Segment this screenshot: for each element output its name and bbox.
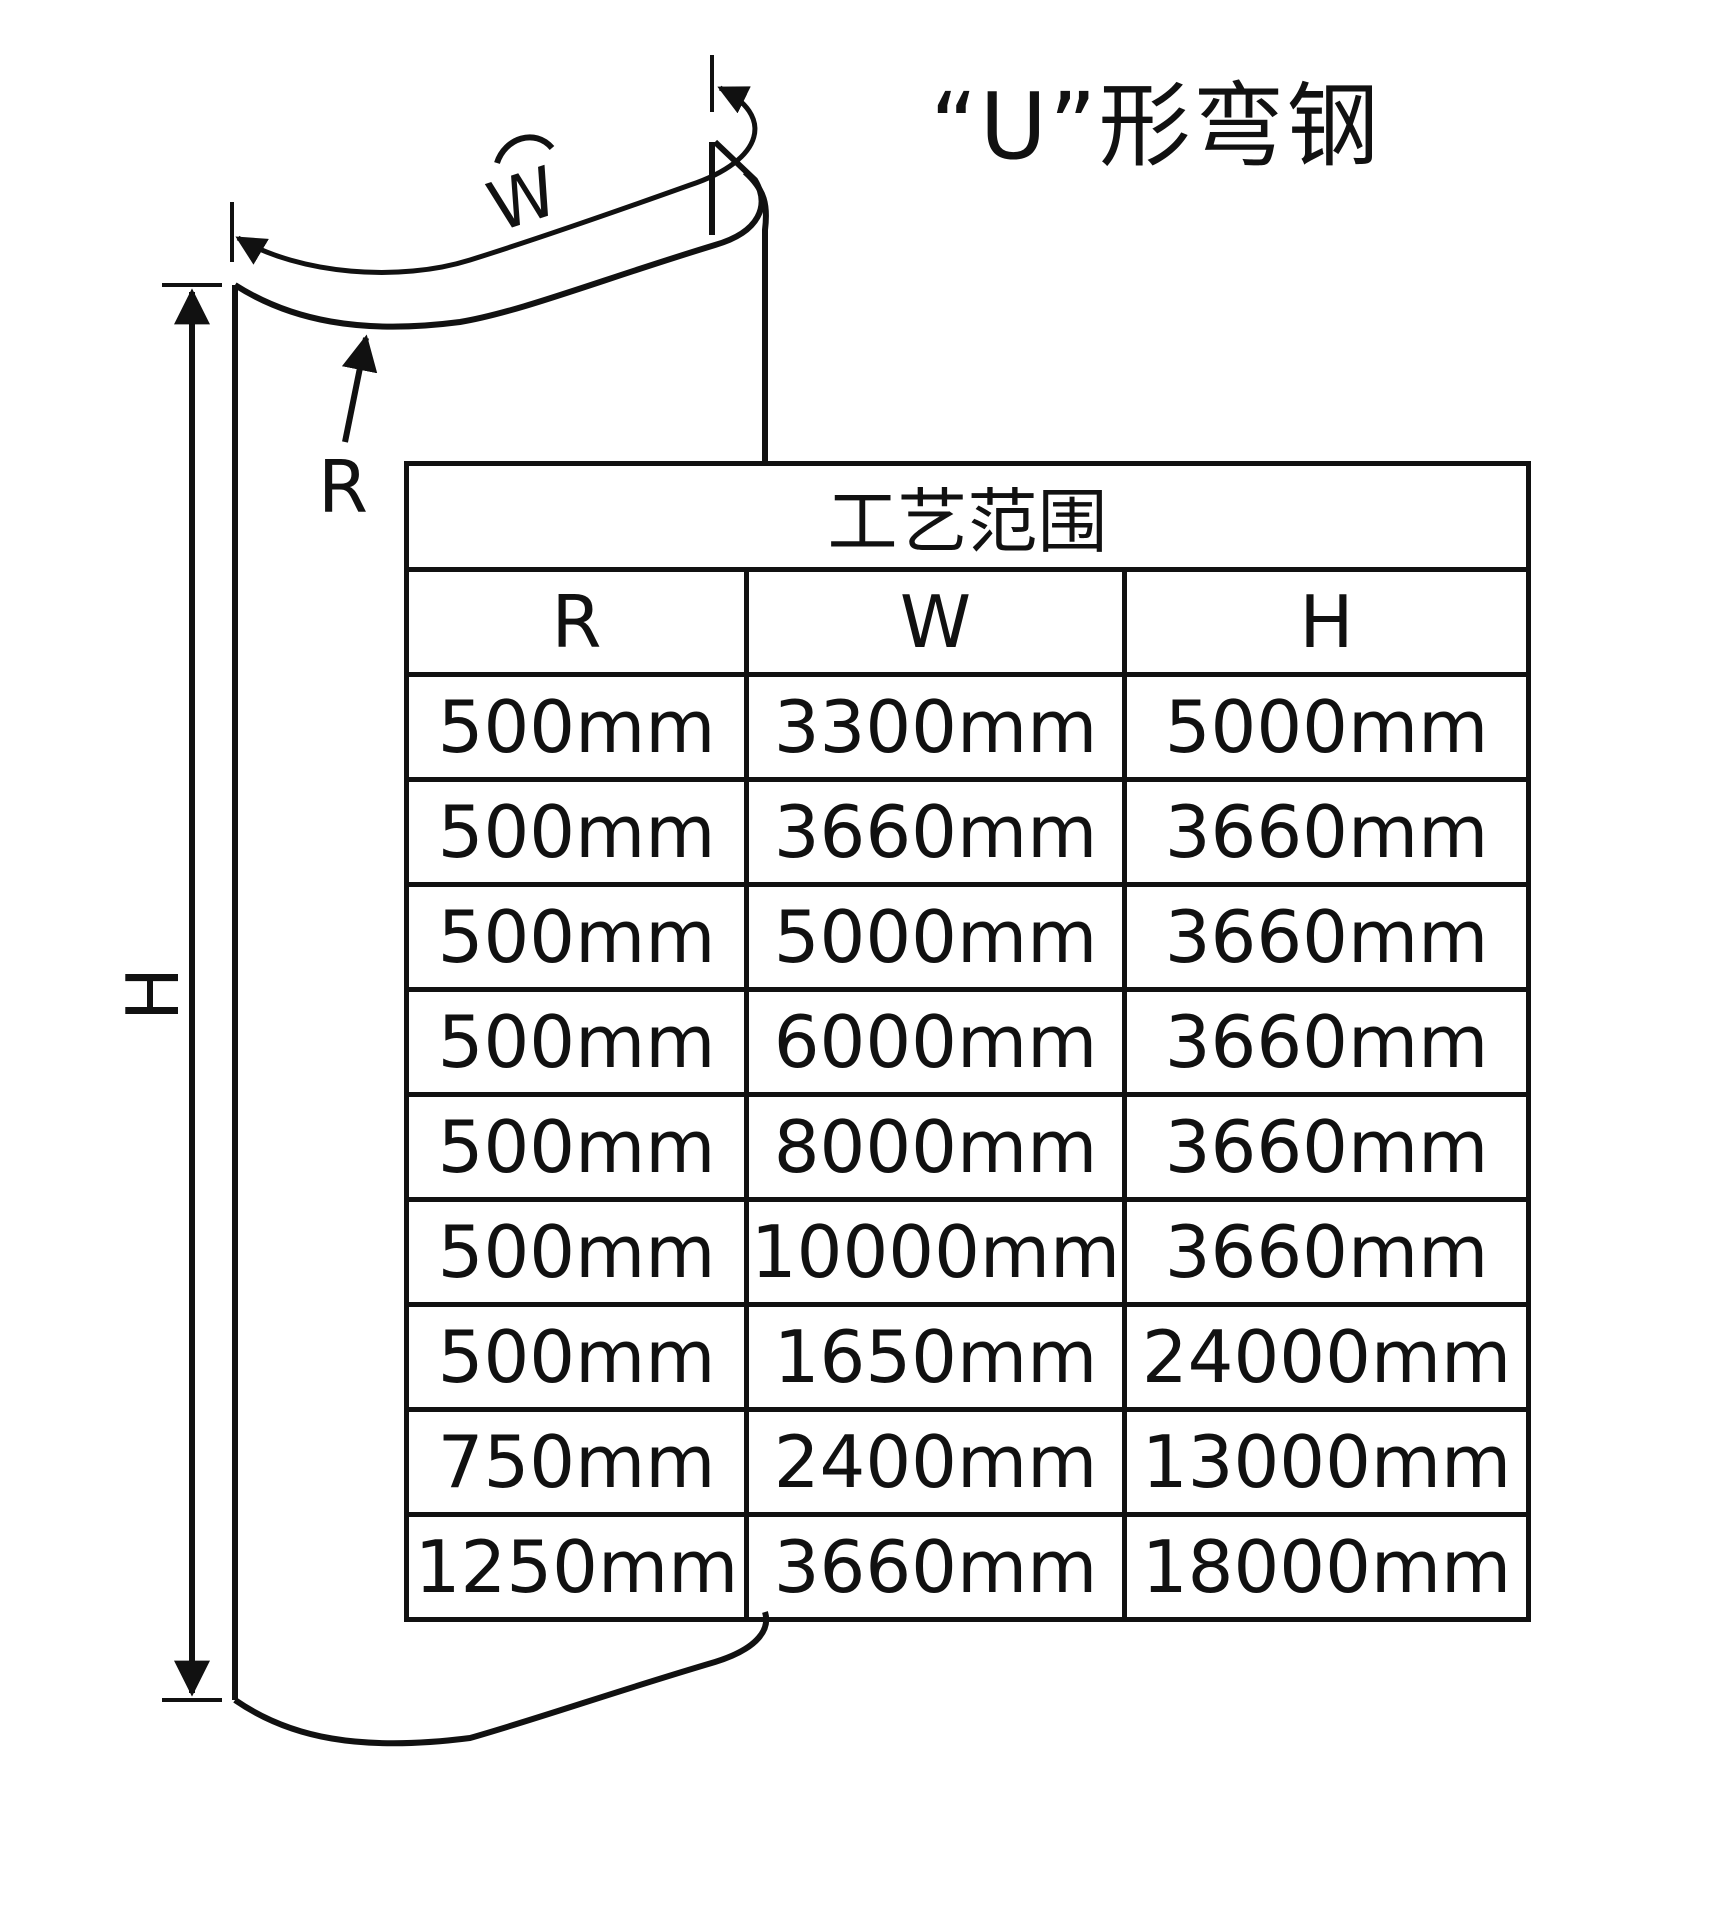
cell-h: 3660mm — [1122, 987, 1531, 1097]
cell-r: 500mm — [404, 987, 749, 1097]
table-row: 500mm 3660mm 3660mm — [404, 777, 1531, 887]
cell-w: 6000mm — [744, 987, 1127, 1097]
cell-w: 5000mm — [744, 882, 1127, 992]
cell-r: 500mm — [404, 1302, 749, 1412]
diagram-title: “U”形弯钢 — [930, 73, 1381, 180]
cell-r: 1250mm — [404, 1512, 749, 1622]
table-row: 500mm 6000mm 3660mm — [404, 987, 1531, 1097]
cell-w: 2400mm — [744, 1407, 1127, 1517]
cell-h: 18000mm — [1122, 1512, 1531, 1622]
cell-r: 500mm — [404, 777, 749, 887]
table-row: 1250mm 3660mm 18000mm — [404, 1512, 1531, 1622]
cell-w: 3660mm — [744, 777, 1127, 887]
cell-w: 1650mm — [744, 1302, 1127, 1412]
table-row: 750mm 2400mm 13000mm — [404, 1407, 1531, 1517]
sheet-bottom-edge — [233, 1611, 770, 1747]
cell-r: 500mm — [404, 882, 749, 992]
cell-r: 500mm — [404, 1197, 749, 1307]
cell-h: 3660mm — [1122, 1197, 1531, 1307]
w-cap-arc — [494, 134, 555, 165]
r-label: R — [318, 445, 368, 529]
table-row: 500mm 10000mm 3660mm — [404, 1197, 1531, 1307]
process-range-table: 工艺范围 R W H 500mm 3300mm 5000mm 500mm 366… — [404, 461, 1531, 1622]
cell-h: 24000mm — [1122, 1302, 1531, 1412]
cell-h: 3660mm — [1122, 882, 1531, 992]
cell-w: 8000mm — [744, 1092, 1127, 1202]
table-row: 500mm 8000mm 3660mm — [404, 1092, 1531, 1202]
table-row: 500mm 1650mm 24000mm — [404, 1302, 1531, 1412]
cell-w: 10000mm — [744, 1197, 1127, 1307]
cell-r: 750mm — [404, 1407, 749, 1517]
header-w: W — [744, 567, 1127, 677]
w-dim-arc — [235, 85, 758, 275]
sheet-top-edge — [233, 139, 765, 330]
r-pointer-arrow — [341, 334, 378, 443]
header-r: R — [404, 567, 749, 677]
table-header-row: R W H — [404, 567, 1531, 677]
cell-h: 13000mm — [1122, 1407, 1531, 1517]
h-label: H — [111, 967, 195, 1021]
cell-r: 500mm — [404, 672, 749, 782]
cell-w: 3300mm — [744, 672, 1127, 782]
table-caption-row: 工艺范围 — [404, 461, 1531, 572]
table-caption: 工艺范围 — [404, 461, 1531, 572]
cell-w: 3660mm — [744, 1512, 1127, 1622]
table-row: 500mm 3300mm 5000mm — [404, 672, 1531, 782]
table-row: 500mm 5000mm 3660mm — [404, 882, 1531, 992]
cell-h: 3660mm — [1122, 777, 1531, 887]
cell-h: 3660mm — [1122, 1092, 1531, 1202]
cell-h: 5000mm — [1122, 672, 1531, 782]
header-h: H — [1122, 567, 1531, 677]
sheet-right-curl — [742, 169, 769, 462]
cell-r: 500mm — [404, 1092, 749, 1202]
